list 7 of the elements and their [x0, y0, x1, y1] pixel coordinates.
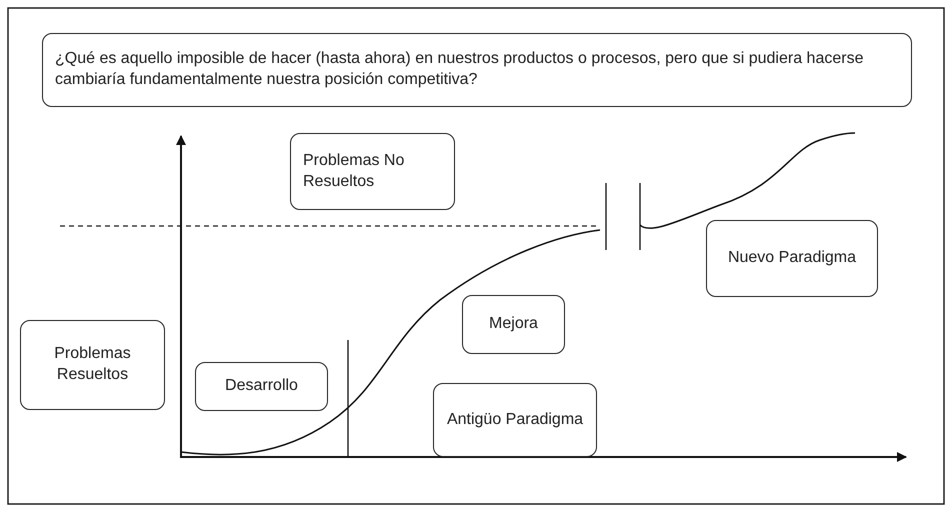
question-box: ¿Qué es aquello imposible de hacer (hasta ahora) en nuestros productos o procesos, pero que si pudiera hacerse cambiaría fundamentalmente nuestra posición competitiva? [42, 33, 912, 107]
label-box: Problemas Resueltos [20, 320, 165, 410]
label-box: Desarrollo [195, 362, 328, 411]
label-box: Mejora [462, 295, 565, 354]
label-box: Antigüo Paradigma [433, 383, 597, 457]
label-box: Nuevo Paradigma [706, 220, 878, 297]
label-box: Problemas No Resueltos [290, 133, 455, 210]
